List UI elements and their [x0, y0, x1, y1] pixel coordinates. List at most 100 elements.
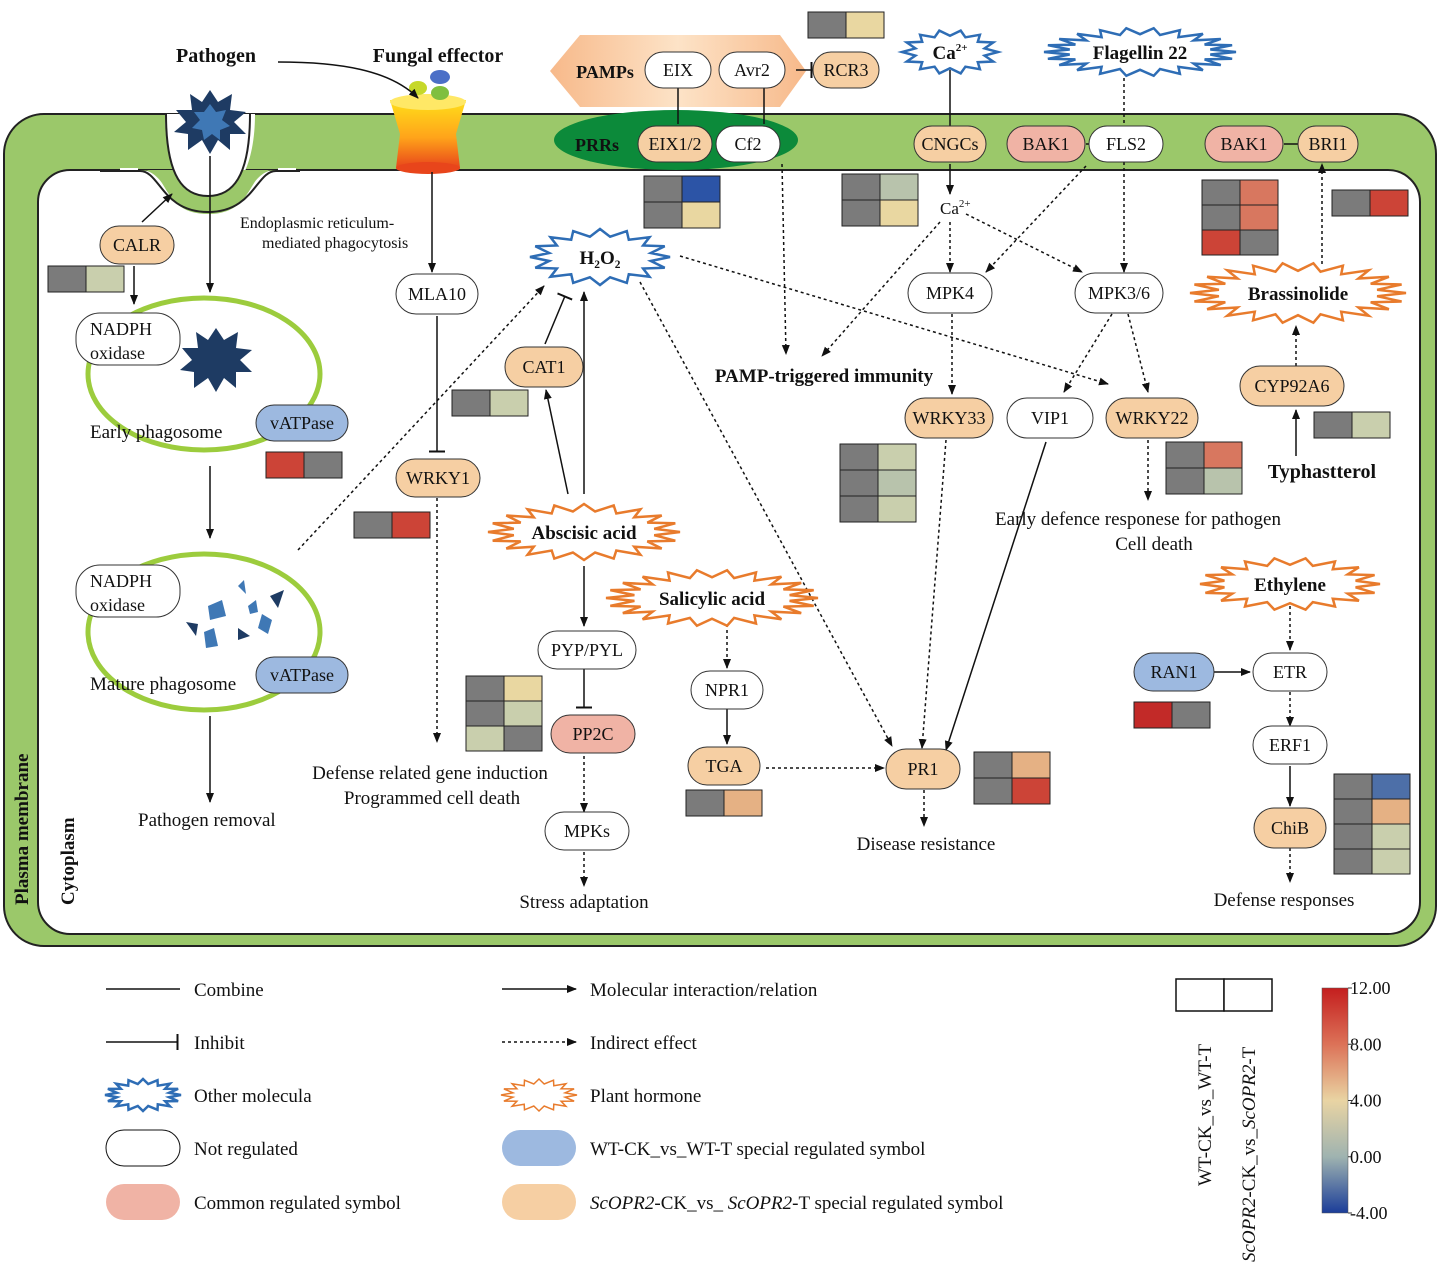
colorbar-tick: -4.00 — [1350, 1203, 1388, 1223]
heatmap-wrky22 — [1165, 441, 1243, 495]
legend-column-box-1 — [1175, 978, 1225, 1012]
stress-adaptation-label: Stress adaptation — [519, 892, 649, 913]
heatmap-cell — [1371, 848, 1411, 875]
node-label: MPKs — [564, 821, 610, 841]
heatmap-cell — [973, 777, 1013, 805]
node-mla10: MLA10 — [395, 273, 479, 315]
heatmap-cell — [643, 201, 683, 229]
heatmap-cell — [841, 173, 881, 201]
early-phagosome-label: Early phagosome — [90, 422, 222, 443]
pti-label: PAMP-triggered immunity — [715, 366, 934, 387]
heatmap-cell — [1239, 229, 1279, 256]
legend-combine: Combine — [194, 980, 264, 1001]
heatmap-eix-cf2 — [643, 175, 721, 229]
colorbar-tick: 8.00 — [1350, 1034, 1382, 1054]
brassinolide-star: Brassinolide — [1189, 261, 1407, 325]
node-vatpase2: vATPase — [255, 656, 349, 694]
defense-induction-label-1: Defense related gene induction — [312, 763, 548, 784]
heatmap-cell — [1333, 798, 1373, 825]
node-label: CNGCs — [921, 134, 978, 154]
node-etr: ETR — [1252, 652, 1328, 692]
node-npr1: NPR1 — [690, 670, 764, 710]
legend: Combine Inhibit Other molecula Not regul… — [104, 978, 1391, 1262]
early-phagosome — [85, 295, 323, 453]
heatmap-cell — [841, 199, 881, 227]
heatmap-cell — [47, 265, 87, 293]
legend-other-molecula: Other molecula — [194, 1086, 312, 1107]
legend-column-2-label: ScOPR2-CK_vs_ScOPR2-T — [1239, 1046, 1260, 1262]
phagosome-pathogen-icon — [180, 328, 252, 392]
legend-not-regulated-swatch — [105, 1129, 181, 1167]
node-avr2: Avr2 — [718, 51, 786, 89]
node-label: CALR — [113, 235, 161, 255]
heatmap-cell — [451, 389, 491, 417]
brassinolide-star-label: Brassinolide — [1248, 284, 1348, 305]
node-calr: CALR — [99, 225, 175, 265]
heatmap-pr1 — [973, 751, 1051, 805]
heatmap-tga — [685, 789, 763, 817]
heatmap-cell — [877, 495, 917, 523]
heatmap-vatpase — [265, 451, 343, 479]
heatmap-cell — [1133, 701, 1173, 729]
heatmap-cell — [303, 451, 343, 479]
node-eix: EIX — [644, 51, 712, 89]
heatmap-cell — [723, 789, 763, 817]
heatmap-cell — [1011, 777, 1051, 805]
node-bak1-bri: BAK1 — [1204, 125, 1284, 163]
heatmap-cell — [1201, 229, 1241, 256]
legend-wt-swatch — [502, 1130, 576, 1166]
heatmap-cell — [685, 789, 725, 817]
heatmap-cell — [465, 675, 505, 702]
flagellin-star-label: Flagellin 22 — [1093, 43, 1187, 64]
heatmap-cell — [1171, 701, 1211, 729]
node-label: VIP1 — [1031, 408, 1069, 428]
node-label: oxidase — [90, 595, 145, 615]
colorbar-tick: 12.00 — [1350, 978, 1391, 998]
node-mpks: MPKs — [544, 811, 630, 851]
ca-inner-label: Ca2+ — [940, 198, 971, 218]
cytoplasm — [37, 169, 1421, 935]
heatmap-cell — [807, 11, 847, 39]
pathogen-title: Pathogen — [176, 45, 256, 67]
legend-molecule-star-icon — [104, 1077, 182, 1113]
heatmap-cell — [1371, 773, 1411, 800]
heatmap-cell — [643, 175, 683, 203]
heatmap-cell — [839, 495, 879, 523]
node-wrky22: WRKY22 — [1105, 397, 1199, 439]
node-label: BAK1 — [1220, 134, 1267, 154]
heatmap-cell — [1201, 179, 1241, 206]
heatmap-cell — [1333, 848, 1373, 875]
heatmap-cell — [1203, 441, 1243, 469]
er-phagocytosis-label-2: mediated phagocytosis — [262, 235, 408, 252]
pamps-label: PAMPs — [576, 62, 634, 82]
heatmap-cell — [85, 265, 125, 293]
colorbar-tick: 4.00 — [1350, 1091, 1382, 1111]
legend-opr2-swatch — [502, 1184, 576, 1220]
er-phagocytosis-label-1: Endoplasmic reticulum- — [240, 215, 394, 232]
node-mpk4: MPK4 — [907, 272, 993, 314]
heatmap-bak1-bri1 — [1201, 179, 1279, 256]
abscisic-acid-star: Abscisic acid — [487, 502, 681, 562]
heatmap-cell — [1165, 441, 1205, 469]
node-label: Cf2 — [735, 134, 762, 154]
legend-indirect: Indirect effect — [590, 1033, 697, 1054]
heatmap-cell — [1239, 179, 1279, 206]
node-label: WRKY33 — [913, 408, 986, 428]
legend-common: Common regulated symbol — [194, 1193, 401, 1214]
heatmap-cell — [1165, 467, 1205, 495]
node-label: PP2C — [572, 724, 613, 744]
heatmap-wrky33 — [839, 443, 917, 523]
node-chib: ChiB — [1253, 807, 1327, 849]
heatmap-cell — [1333, 823, 1373, 850]
prrs-label: PRRs — [575, 135, 619, 155]
heatmap-cell — [1369, 189, 1409, 217]
node-label: EIX1/2 — [649, 134, 702, 154]
node-label: vATPase — [270, 413, 334, 433]
node-label: NPR1 — [705, 680, 749, 700]
legend-wt-special: WT-CK_vs_WT-T special regulated symbol — [590, 1139, 925, 1160]
node-erf1: ERF1 — [1252, 725, 1328, 765]
node-label: RAN1 — [1150, 662, 1197, 682]
heatmap-cell — [465, 725, 505, 752]
node-label: ERF1 — [1269, 735, 1311, 755]
